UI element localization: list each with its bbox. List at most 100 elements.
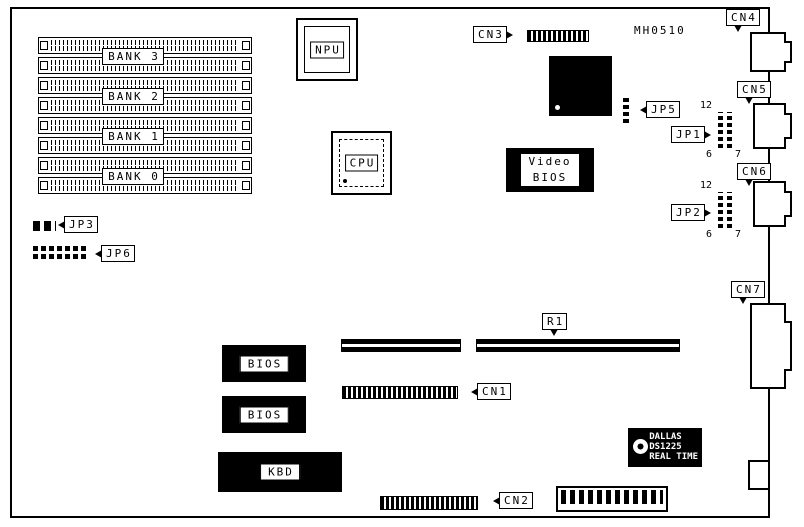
slot-clip-icon (242, 81, 250, 90)
bank-3-label: BANK 3 (102, 48, 164, 65)
rtc-chip: DALLAS DS1225 REAL TIME (628, 428, 702, 467)
pin-column (727, 192, 732, 228)
jp2-header (718, 192, 732, 228)
cn5-callout: CN5 (737, 81, 771, 104)
rtc-text: DALLAS DS1225 REAL TIME (649, 432, 698, 462)
slot-clip-icon (242, 181, 250, 190)
resistor-bar-left (341, 339, 461, 352)
dallas-logo-icon (633, 439, 648, 454)
npu-socket: NPU (296, 18, 358, 81)
cn1-connector (342, 386, 458, 399)
cn6-port (753, 181, 792, 227)
slot-pins (51, 120, 239, 131)
resistor-bar-r1 (476, 339, 680, 352)
cn2-connector (380, 496, 478, 510)
slot-clip-icon (242, 41, 250, 50)
slot-pins (51, 60, 239, 71)
slot-pins (51, 80, 239, 91)
slot-pins (51, 100, 239, 111)
slot-clip-icon (242, 101, 250, 110)
jp1-pin7-label: 7 (735, 149, 742, 160)
pin-row (33, 246, 88, 251)
jp6-header (33, 246, 88, 260)
jp1-header (718, 112, 732, 148)
slot-clip-icon (40, 101, 48, 110)
cn1-callout: CN1 (471, 383, 511, 400)
jp6-callout: JP6 (95, 245, 135, 262)
pin-column (718, 112, 723, 148)
jp2-callout: JP2 (671, 204, 711, 221)
slot-pins (51, 40, 239, 51)
slot-clip-icon (40, 141, 48, 150)
slot-pins (51, 160, 239, 171)
bank-0-label: BANK 0 (102, 168, 164, 185)
kbd-label: KBD (260, 463, 300, 481)
cn5-port (753, 103, 792, 149)
bios-top-label: BIOS (239, 355, 289, 372)
pin-column (727, 112, 732, 148)
jp3-jumper (33, 221, 56, 231)
slot-pins (51, 180, 239, 191)
cn7-callout: CN7 (731, 281, 765, 304)
video-bios-line2: BIOS (532, 171, 568, 184)
power-connector (556, 486, 668, 512)
slot-pins (51, 140, 239, 151)
bank-1-label: BANK 1 (102, 128, 164, 145)
slot-clip-icon (40, 61, 48, 70)
port-lip (784, 41, 792, 63)
jp1-callout: JP1 (671, 126, 711, 143)
cn2-callout: CN2 (493, 492, 533, 509)
pin-row (33, 254, 88, 259)
jp2-pin12-label: 12 (700, 180, 713, 191)
r1-callout: R1 (542, 313, 568, 336)
video-bios-chip: Video BIOS (506, 148, 594, 192)
cn3-connector (527, 30, 589, 42)
slot-clip-icon (40, 121, 48, 130)
jp2-pin6-label: 6 (706, 229, 713, 240)
rtc-line2: DS1225 (649, 442, 682, 452)
slot-clip-icon (242, 161, 250, 170)
jp3-callout: JP3 (58, 216, 98, 233)
asic-chip (549, 56, 612, 116)
slot-clip-icon (40, 81, 48, 90)
port-lip (784, 191, 792, 217)
rtc-line1: DALLAS (649, 432, 682, 442)
bank-2-label: BANK 2 (102, 88, 164, 105)
pin-column (718, 192, 723, 228)
slot-clip-icon (242, 61, 250, 70)
cn6-callout: CN6 (737, 163, 771, 186)
cn3-callout: CN3 (473, 26, 513, 43)
pin1-dot-icon (343, 179, 347, 183)
cn4-callout: CN4 (726, 9, 760, 32)
video-bios-line1: Video (528, 155, 572, 168)
pin1-dot-icon (555, 105, 560, 110)
npu-chip (304, 26, 350, 73)
cpu-label: CPU (344, 154, 379, 172)
port-lip (784, 113, 792, 139)
jp5-header (623, 98, 629, 123)
slot-clip-icon (242, 121, 250, 130)
video-bios-label: Video BIOS (520, 153, 580, 187)
jp5-callout: JP5 (640, 101, 680, 118)
bios-chip-bottom: BIOS (222, 396, 306, 433)
port-lip (784, 321, 792, 371)
cpu-chip (339, 139, 384, 187)
bios-chip-top: BIOS (222, 345, 306, 382)
cn4-port (750, 32, 792, 72)
kbd-chip: KBD (218, 452, 342, 492)
slot-clip-icon (40, 181, 48, 190)
aux-port (748, 460, 770, 490)
part-number: MH0510 (634, 24, 686, 37)
npu-label: NPU (310, 41, 344, 58)
jp1-pin12-label: 12 (700, 100, 713, 111)
slot-clip-icon (242, 141, 250, 150)
bios-bottom-label: BIOS (239, 406, 289, 423)
slot-clip-icon (40, 41, 48, 50)
jp1-pin6-label: 6 (706, 149, 713, 160)
slot-clip-icon (40, 161, 48, 170)
cn7-port (750, 303, 792, 389)
jp2-pin7-label: 7 (735, 229, 742, 240)
cpu-socket: CPU (331, 131, 392, 195)
rtc-line3: REAL TIME (649, 452, 698, 462)
